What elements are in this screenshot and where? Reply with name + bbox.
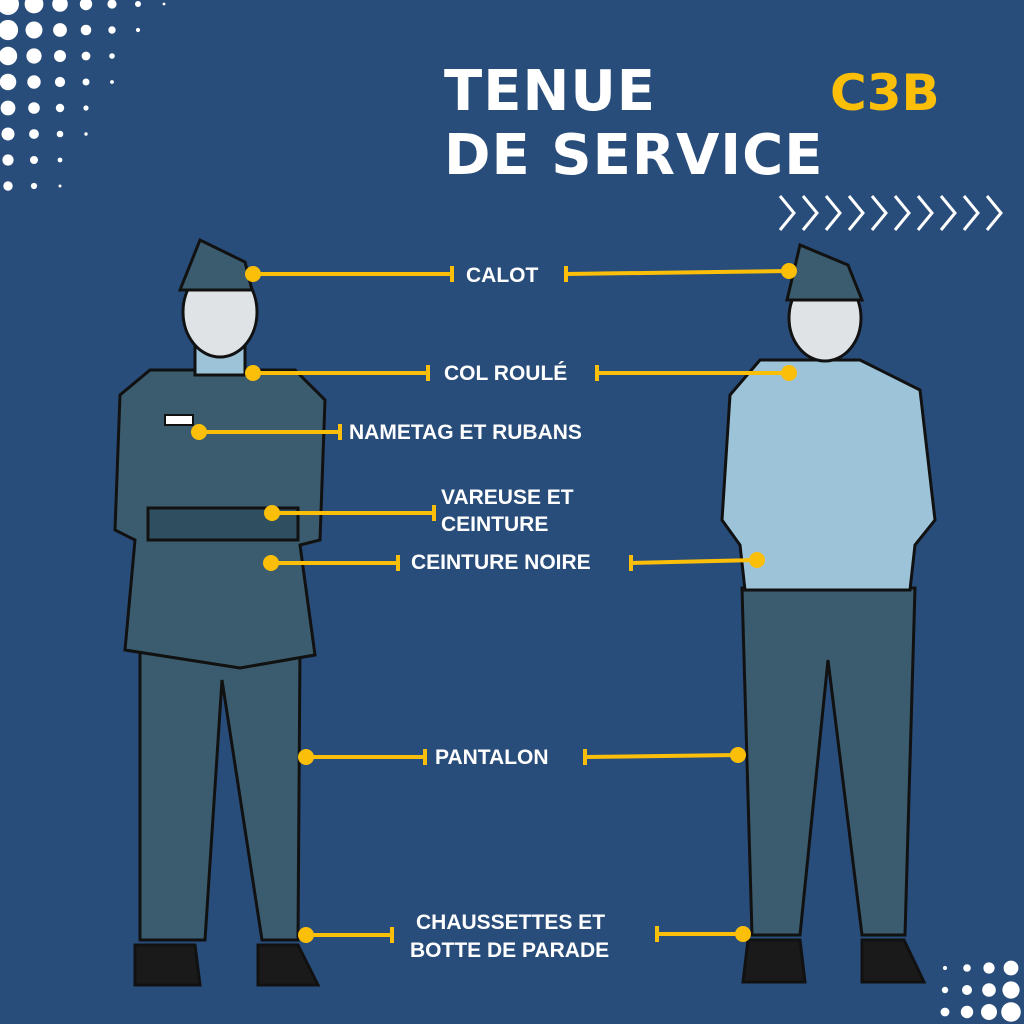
leader-dot — [263, 555, 279, 571]
label-nametag: NAMETAG ET RUBANS — [349, 421, 582, 444]
leader-dot — [735, 926, 751, 942]
dot — [56, 130, 64, 138]
dot — [30, 156, 38, 164]
leader-dot — [298, 749, 314, 765]
label-pantalon: PANTALON — [435, 746, 549, 769]
dot — [79, 0, 93, 11]
label-calot: CALOT — [466, 264, 539, 287]
dot — [53, 23, 67, 37]
dot — [162, 2, 166, 6]
dot — [83, 105, 89, 111]
halftone-dots-top-left — [0, 0, 166, 191]
dot — [58, 184, 62, 188]
figure-jacket — [113, 237, 327, 987]
dot — [960, 1005, 974, 1019]
leader-line — [630, 558, 758, 565]
leader-dot — [298, 927, 314, 943]
leader-dot — [730, 747, 746, 763]
dot — [108, 26, 116, 34]
dot — [81, 51, 91, 61]
halftone-dots-bottom-right — [940, 960, 1021, 1022]
label-col-roule: COL ROULÉ — [444, 362, 568, 385]
dot — [82, 78, 90, 86]
dot — [28, 102, 40, 114]
dot — [0, 73, 17, 91]
leader-dot — [191, 424, 207, 440]
dot — [84, 132, 88, 136]
chevron — [870, 195, 888, 231]
leader-line — [584, 753, 739, 759]
chevron — [801, 195, 819, 231]
title-line-2: DE SERVICE — [444, 123, 824, 188]
dot — [52, 0, 68, 12]
label-vareuse-2: CEINTURE — [441, 513, 549, 536]
dot — [25, 21, 43, 39]
dot — [1001, 1002, 1021, 1022]
dot — [54, 50, 66, 62]
dot — [135, 27, 141, 33]
dot — [0, 19, 19, 41]
dot — [30, 182, 38, 190]
chevron — [778, 195, 796, 231]
dot — [3, 181, 13, 191]
dot — [1, 127, 15, 141]
label-ceinture-noire: CEINTURE NOIRE — [411, 551, 591, 574]
leader-dot — [781, 365, 797, 381]
leader-dot — [781, 263, 797, 279]
leader-dot — [264, 505, 280, 521]
chevron — [916, 195, 934, 231]
dot — [941, 986, 949, 994]
chevron — [962, 195, 980, 231]
leader-line — [565, 269, 790, 276]
dot — [80, 24, 92, 36]
leader-dot — [245, 365, 261, 381]
dot — [940, 1007, 950, 1017]
dot — [29, 129, 39, 139]
label-chaussettes-1: CHAUSSETTES ET — [416, 911, 606, 934]
unit-badge: C3B — [830, 64, 940, 122]
dot — [0, 100, 16, 116]
dot — [2, 154, 14, 166]
dot — [943, 966, 947, 970]
chevron — [893, 195, 911, 231]
dot — [57, 157, 63, 163]
dot — [1002, 981, 1020, 999]
chevrons-icon — [778, 195, 1003, 231]
dot — [983, 962, 995, 974]
chevron — [824, 195, 842, 231]
dot — [0, 46, 18, 66]
label-vareuse-1: VAREUSE ET — [441, 486, 574, 509]
dot — [110, 80, 114, 84]
dot — [54, 76, 66, 88]
dot — [55, 103, 65, 113]
label-chaussettes-2: BOTTE DE PARADE — [410, 939, 610, 962]
dot — [1003, 960, 1019, 976]
chevron — [939, 195, 957, 231]
dot — [135, 1, 141, 7]
title-line-1: TENUE — [444, 59, 657, 124]
dot — [0, 0, 19, 15]
chevron — [985, 195, 1003, 231]
dot — [981, 1004, 997, 1020]
chevron — [847, 195, 865, 231]
dot — [962, 985, 972, 995]
leader-dot — [749, 552, 765, 568]
dot — [963, 964, 971, 972]
dot — [107, 0, 117, 9]
figure-sweater — [720, 242, 937, 984]
dot — [27, 75, 41, 89]
dot — [24, 0, 44, 14]
dot — [109, 53, 115, 59]
leader-dot — [245, 266, 261, 282]
leader-lines — [191, 263, 797, 943]
dot — [982, 983, 996, 997]
dot — [26, 48, 42, 64]
